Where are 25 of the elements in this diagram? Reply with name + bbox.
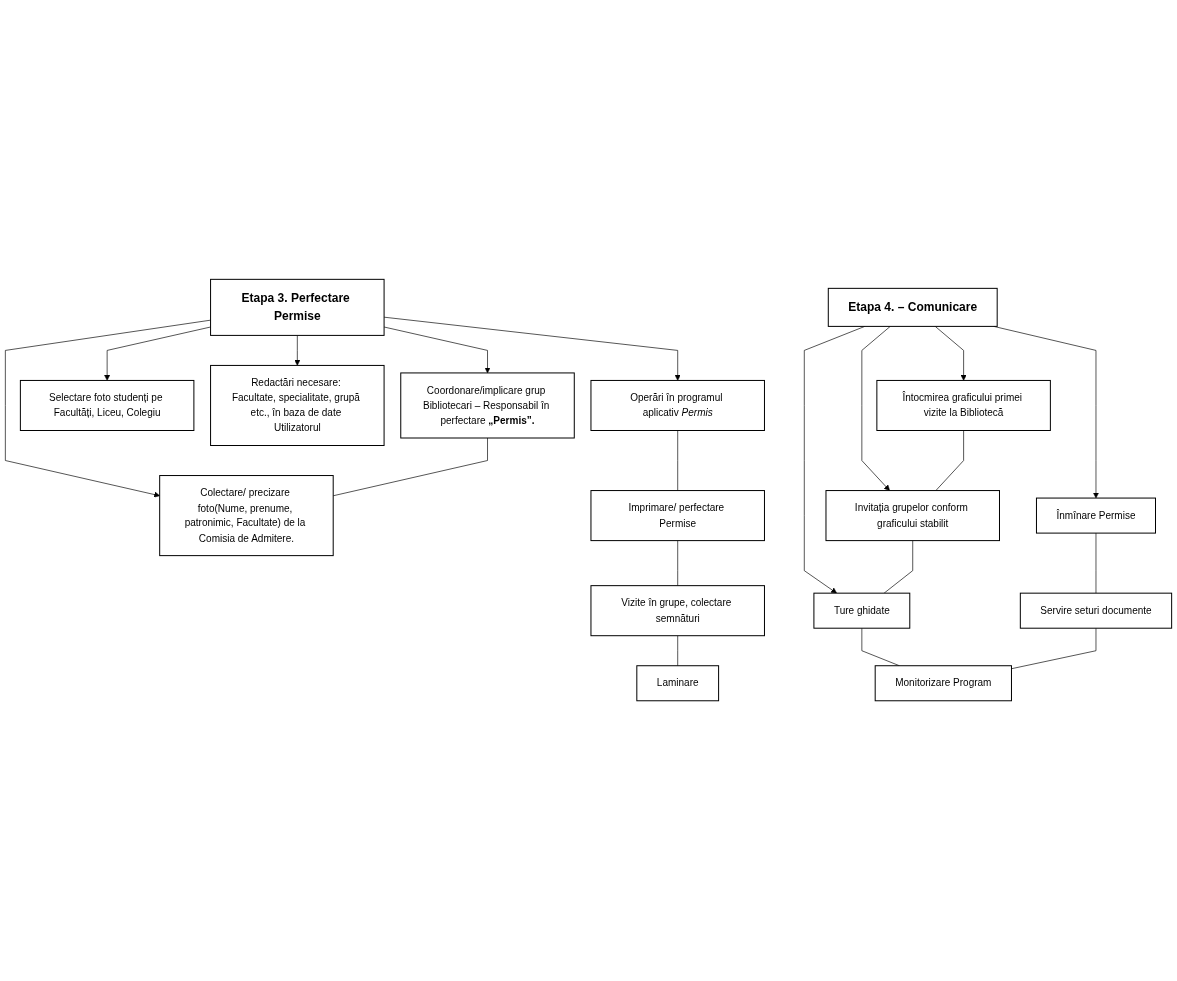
connector — [1011, 628, 1097, 670]
node-box: Întocmirea graficului primei vizite la Bibliotecă — [876, 380, 1051, 432]
connector — [332, 438, 488, 497]
node-box: Selectare foto studenți pe Facultăți, Liceu, Colegiu — [19, 380, 195, 432]
connector — [861, 628, 900, 667]
node-box: Laminare — [636, 665, 720, 702]
node-box: Redactări necesare: Facultate, specialitate, grupă etc., în baza de date Utilizatorul — [210, 365, 385, 447]
node-box: Etapa 3. Perfectare Permise — [210, 279, 385, 337]
node-box: Imprimare/ perfectare Permise — [590, 490, 765, 542]
node-box: Monitorizare Program — [874, 665, 1012, 702]
connector — [677, 430, 679, 492]
node-box: Colectare/ precizare foto(Nume, prenume, patronimic, Facultate) de la Comisia de Admitere. — [159, 475, 334, 557]
node-box: Ture ghidate — [813, 593, 911, 630]
node-box: Coordonare/implicare grup Bibliotecari – Responsabil în perfectare „Permis”. — [400, 372, 575, 439]
node-box: Vizite în grupe, colectare semnături — [590, 585, 765, 637]
connector — [883, 540, 914, 594]
node-box: Etapa 4. – Comunicare — [827, 288, 998, 328]
connector — [1095, 533, 1097, 594]
connector — [677, 540, 679, 587]
node-box: Servire seturi documente — [1019, 593, 1173, 630]
connector — [677, 635, 679, 667]
node-box: Înmînare Permise — [1035, 498, 1156, 535]
connector — [935, 430, 964, 492]
node-box: Operări în programul aplicativ Permis — [590, 380, 765, 432]
node-box: Invitația grupelor conform graficului stabilit — [825, 490, 1000, 542]
